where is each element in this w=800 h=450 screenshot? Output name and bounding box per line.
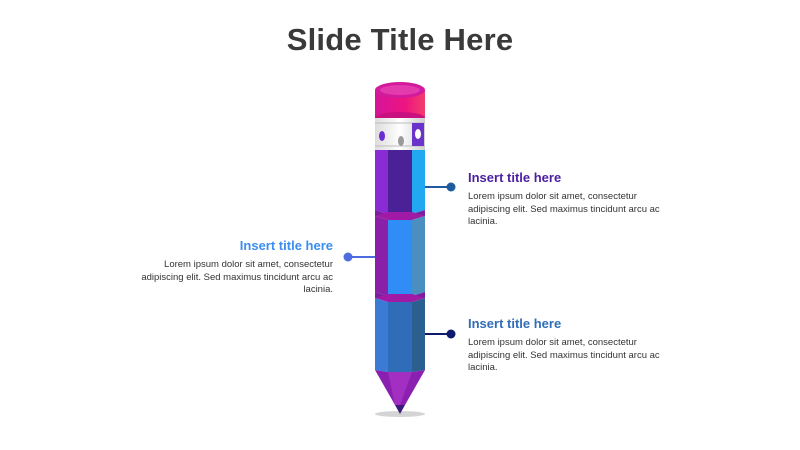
info-block-1-body: Lorem ipsum dolor sit amet, consectetur …	[468, 191, 660, 227]
info-block-2-body: Lorem ipsum dolor sit amet, consectetur …	[141, 259, 333, 295]
info-block-2: Insert title here Lorem ipsum dolor sit …	[133, 238, 333, 297]
pencil-eraser	[375, 82, 425, 124]
info-block-3-body: Lorem ipsum dolor sit amet, consectetur …	[468, 337, 660, 373]
slide-title: Slide Title Here	[286, 22, 514, 57]
info-block-1: Insert title here Lorem ipsum dolor sit …	[468, 170, 668, 229]
connector-dot-3	[446, 329, 456, 339]
connector-dot-1	[446, 182, 456, 192]
pencil-segment-3	[375, 294, 425, 372]
info-block-1-title: Insert title here	[468, 170, 562, 185]
info-block-3-title: Insert title here	[468, 316, 562, 331]
pencil-segment-2	[375, 212, 425, 298]
info-block-2-title: Insert title here	[239, 238, 333, 253]
connector-dot-2	[343, 252, 353, 262]
info-block-3: Insert title here Lorem ipsum dolor sit …	[468, 316, 668, 375]
pencil-ferrule	[375, 118, 425, 150]
pencil-tip	[375, 370, 425, 414]
pencil-segment-1	[375, 150, 425, 216]
